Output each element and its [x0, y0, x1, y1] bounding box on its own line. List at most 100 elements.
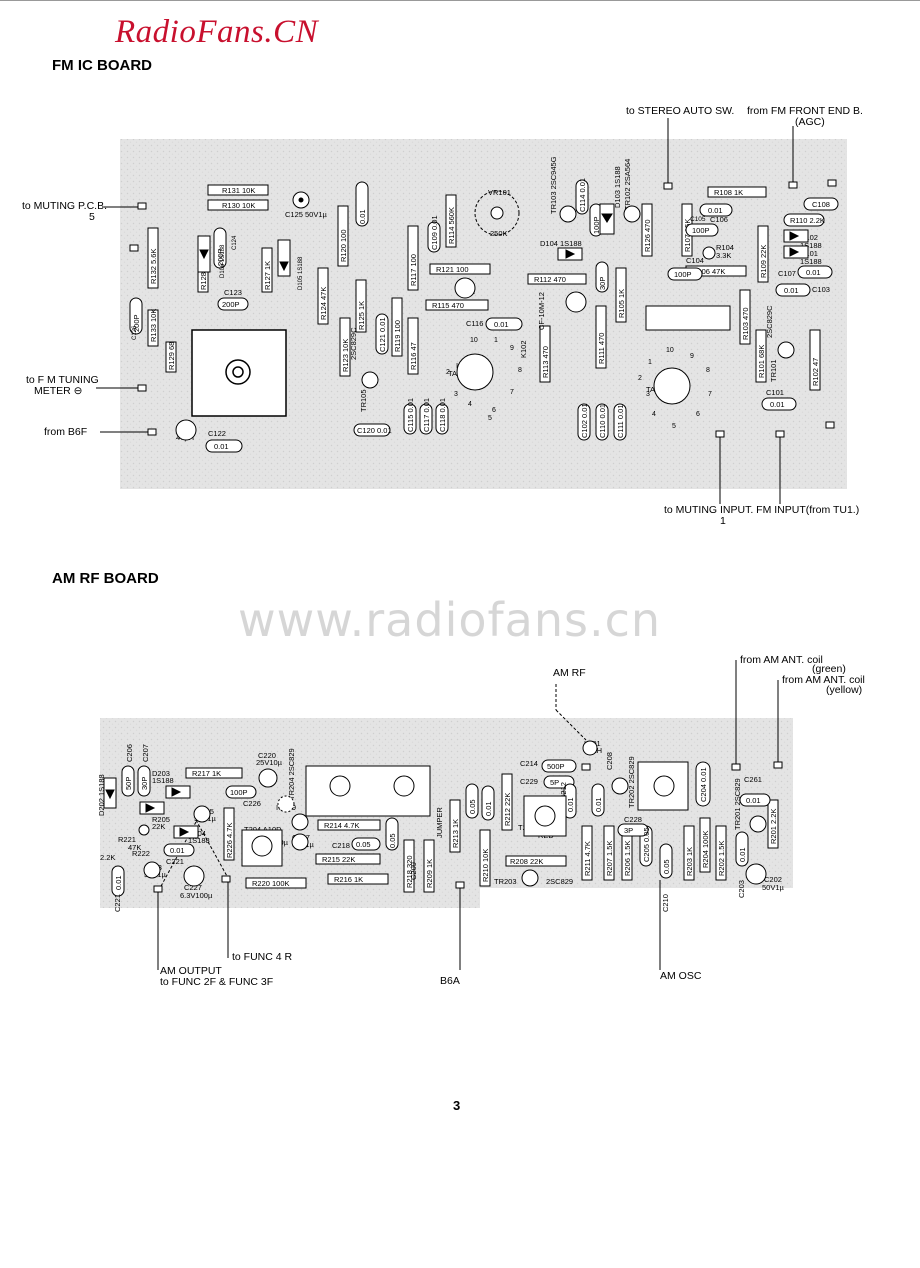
svg-text:R104: R104	[716, 243, 734, 252]
svg-text:R127 1K: R127 1K	[263, 261, 272, 290]
svg-text:30P: 30P	[598, 277, 607, 290]
fm-k101	[645, 305, 731, 331]
label-func4r: to FUNC 4 R	[232, 951, 293, 963]
svg-text:C121 0.01: C121 0.01	[378, 317, 387, 352]
svg-text:R103 470: R103 470	[741, 307, 750, 340]
svg-text:22K: 22K	[152, 822, 165, 831]
svg-text:5: 5	[488, 415, 492, 422]
label-agc: (AGC)	[795, 116, 825, 128]
label-am-output: AM OUTPUT	[160, 965, 222, 977]
fm-capacitors	[129, 179, 839, 453]
svg-text:C117 0.01: C117 0.01	[422, 398, 431, 432]
svg-text:0.05: 0.05	[662, 859, 671, 874]
svg-text:R120 100: R120 100	[339, 229, 348, 262]
svg-text:R216 1K: R216 1K	[334, 875, 363, 884]
svg-text:8: 8	[518, 367, 522, 374]
top-rule	[0, 0, 920, 1]
svg-text:R210 10K: R210 10K	[481, 849, 490, 882]
svg-text:R117 100: R117 100	[409, 254, 418, 286]
svg-text:C107: C107	[778, 269, 796, 278]
svg-text:K102: K102	[519, 340, 528, 358]
svg-text:R207 1.5K: R207 1.5K	[605, 841, 614, 876]
svg-text:C116: C116	[466, 319, 483, 328]
svg-text:C109 0.01: C109 0.01	[430, 215, 439, 250]
am-resistors-v	[223, 773, 779, 893]
svg-text:R218 320: R218 320	[405, 855, 414, 888]
svg-text:200P: 200P	[216, 248, 225, 266]
svg-text:R116 47: R116 47	[409, 342, 418, 370]
svg-text:R109 22K: R109 22K	[759, 245, 768, 278]
svg-text:C204 0.01: C204 0.01	[699, 767, 708, 802]
svg-text:C103: C103	[812, 285, 830, 294]
label-muting-pcb: to MUTING P.C.B.	[22, 200, 107, 212]
svg-text:TR105: TR105	[359, 389, 368, 412]
svg-text:R113 470: R113 470	[541, 346, 550, 378]
svg-text:C106: C106	[710, 215, 728, 224]
svg-text:R222: R222	[132, 849, 150, 858]
svg-text:R106 47K: R106 47K	[692, 267, 725, 276]
fm-board-title: FM IC BOARD	[52, 57, 152, 74]
svg-text:50P: 50P	[124, 777, 133, 790]
svg-text:0.01: 0.01	[170, 846, 185, 855]
svg-text:6.3V100µ: 6.3V100µ	[180, 891, 213, 900]
svg-text:C114 0.01: C114 0.01	[578, 178, 587, 212]
svg-text:TR202 2SC829: TR202 2SC829	[627, 756, 636, 808]
svg-text:8: 8	[706, 367, 710, 374]
svg-text:C209: C209	[409, 862, 418, 880]
svg-text:250K: 250K	[490, 229, 508, 238]
svg-text:JUMPER: JUMPER	[435, 807, 444, 838]
svg-text:C203: C203	[737, 880, 746, 898]
label-stereo-auto: to STEREO AUTO SW.	[626, 105, 735, 117]
svg-text:C104: C104	[686, 256, 704, 265]
label-tuning-meter-2: METER ⊖	[34, 385, 83, 397]
svg-text:C229: C229	[520, 777, 538, 786]
svg-text:R101 68K: R101 68K	[757, 345, 766, 378]
am-diodes	[103, 777, 199, 839]
svg-text:D202 1S188: D202 1S188	[97, 774, 106, 816]
svg-text:4: 4	[468, 401, 472, 408]
svg-text:0.01: 0.01	[114, 875, 123, 890]
svg-text:TR103 2SC945G: TR103 2SC945G	[549, 156, 558, 214]
svg-text:D203: D203	[152, 769, 170, 778]
svg-text:R102 47: R102 47	[811, 358, 820, 386]
svg-text:0.05: 0.05	[468, 799, 477, 814]
svg-text:C226: C226	[243, 799, 261, 808]
svg-text:C126: C126	[132, 325, 138, 340]
svg-text:1: 1	[648, 359, 652, 366]
svg-text:C220: C220	[258, 751, 276, 760]
site-logo: RadioFans.CN	[115, 14, 319, 50]
svg-text:C207: C207	[141, 744, 150, 762]
svg-text:0.01: 0.01	[484, 801, 493, 816]
svg-text:100P: 100P	[592, 216, 601, 234]
svg-text:C261: C261	[744, 775, 762, 784]
am-board-title: AM RF BOARD	[52, 570, 159, 587]
fm-vr101	[474, 190, 520, 236]
svg-text:R221: R221	[118, 835, 136, 844]
svg-text:C120 0.01: C120 0.01	[357, 426, 392, 435]
am-capacitor-labels: 50P 30P 100P 0.01 0.01 0.05 0.05 0.05 0.…	[114, 762, 761, 890]
svg-text:R115 470: R115 470	[432, 301, 464, 310]
svg-text:100P: 100P	[692, 226, 710, 235]
svg-text:R124 47K: R124 47K	[319, 287, 328, 320]
svg-text:30P: 30P	[140, 777, 149, 790]
svg-text:4: 4	[652, 411, 656, 418]
svg-text:50V1µ: 50V1µ	[762, 883, 785, 892]
svg-text:3: 3	[646, 391, 650, 398]
svg-text:0.01: 0.01	[770, 400, 785, 409]
svg-text:R105 1K: R105 1K	[617, 289, 626, 318]
svg-text:R132 5.6K: R132 5.6K	[149, 249, 158, 284]
svg-text:100P: 100P	[230, 788, 248, 797]
svg-text:VR101: VR101	[488, 188, 511, 197]
fm-diodes	[197, 203, 809, 277]
svg-text:R112 470: R112 470	[534, 275, 566, 284]
svg-text:C105: C105	[690, 216, 706, 223]
svg-text:6: 6	[492, 407, 496, 414]
fm-coils	[175, 246, 716, 441]
svg-text:200P: 200P	[222, 300, 240, 309]
am-leader-lines	[157, 660, 779, 970]
label-tuning-meter: to F M TUNING	[26, 374, 99, 386]
svg-text:R130 10K: R130 10K	[222, 201, 255, 210]
svg-text:0.01: 0.01	[358, 209, 367, 224]
svg-text:C124: C124	[232, 235, 238, 250]
